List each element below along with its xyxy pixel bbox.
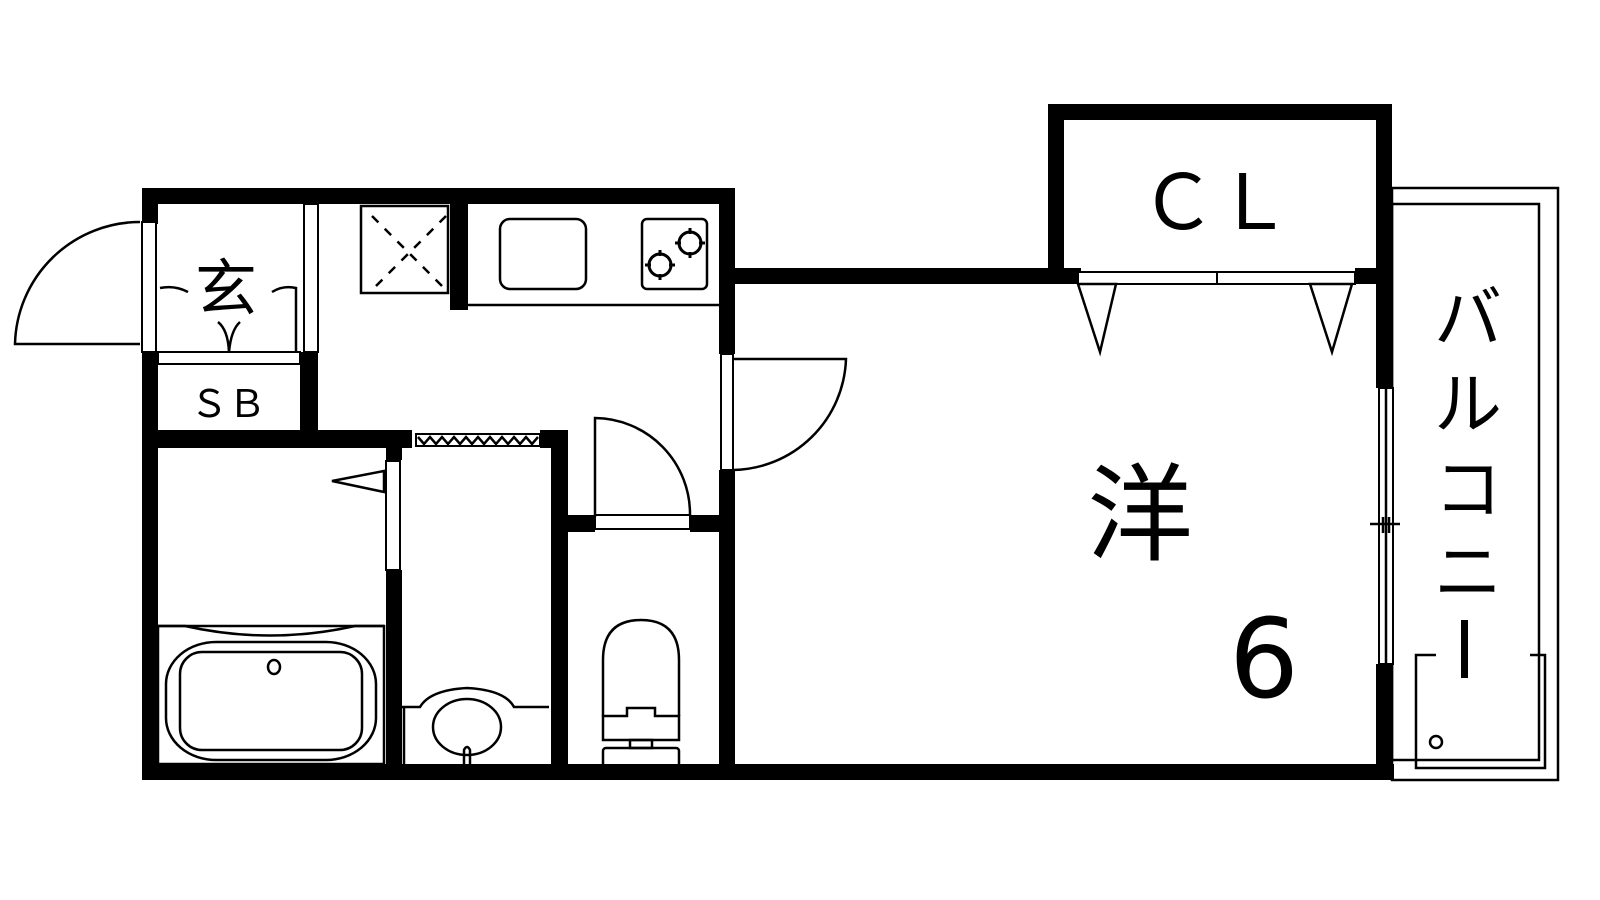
balcony-label-char: バ xyxy=(1434,280,1502,359)
balcony-label-char: コ xyxy=(1434,451,1502,530)
walls xyxy=(142,104,1394,780)
wall-left-top xyxy=(142,188,158,224)
kitchen-sink xyxy=(498,217,588,291)
room-door-frame xyxy=(720,353,734,471)
room-door[interactable] xyxy=(732,357,848,472)
wall-bath-right-bottom xyxy=(386,570,402,780)
shoe-box-label: ＳＢ xyxy=(190,382,266,426)
entry-door[interactable] xyxy=(13,220,141,346)
closet-door-left[interactable] xyxy=(1077,271,1218,285)
shoe-box: ＳＢ xyxy=(190,382,266,426)
closet: ＣＬ xyxy=(1140,158,1292,247)
bathtub-inner xyxy=(178,650,364,752)
bathtub-drain xyxy=(266,658,282,676)
balcony-label-char: ル xyxy=(1434,366,1502,445)
entrance-curve-right xyxy=(271,285,298,352)
bath-door[interactable] xyxy=(385,460,401,571)
entrance-side-storage xyxy=(303,203,319,353)
wash-basin-icon xyxy=(388,686,549,771)
bathtub-frame xyxy=(156,624,386,766)
wall-bottom xyxy=(142,764,1394,780)
wall-bath-top xyxy=(142,430,412,448)
western-room: 洋 6 xyxy=(720,271,1400,723)
wall-fridge-partition xyxy=(450,188,468,310)
closet-door-right[interactable] xyxy=(1216,271,1356,285)
balcony-label-char: ニ xyxy=(1434,534,1502,613)
ac-outdoor-unit xyxy=(1414,653,1547,770)
balcony-label-char: ー xyxy=(1468,679,1469,681)
washing-machine-space xyxy=(359,204,450,295)
bathtub-edge xyxy=(157,624,384,637)
entrance-step xyxy=(157,351,301,365)
wall-wash-right xyxy=(551,430,568,780)
closet-label: ＣＬ xyxy=(1140,158,1292,247)
entrance-label: 玄 xyxy=(195,252,257,325)
closet-door-arrow-right xyxy=(1308,282,1354,357)
toilet xyxy=(593,416,692,774)
wall-closet-left xyxy=(1048,104,1064,284)
balcony-label: バ ル コ ニ ー xyxy=(1434,280,1502,681)
entrance-flower-mark xyxy=(217,321,241,353)
wall-room-right-bottom xyxy=(1376,664,1392,780)
wall-toilet-top-right xyxy=(690,515,735,532)
wall-left-bottom xyxy=(142,352,158,780)
entry-door-frame xyxy=(141,221,157,353)
entrance: 玄 xyxy=(13,203,319,365)
washroom xyxy=(388,433,549,771)
closet-door-arrow-left xyxy=(1076,282,1118,357)
toilet-door[interactable] xyxy=(593,416,692,517)
stove-icon xyxy=(640,217,709,291)
wall-room-top xyxy=(719,268,1081,284)
wall-toilet-top-left xyxy=(551,515,595,532)
wall-kitchen-right-bottom xyxy=(719,470,735,780)
wall-sb-right xyxy=(300,352,318,436)
wall-top-left xyxy=(142,188,735,204)
entrance-curve-left xyxy=(159,285,189,294)
wall-closet-front-right xyxy=(1355,268,1392,284)
toilet-icon xyxy=(601,618,681,774)
wall-closet-right xyxy=(1376,104,1392,388)
western-room-size: 6 xyxy=(1229,595,1299,723)
bath-door-arrow xyxy=(331,469,386,494)
balcony-label-char-long-vowel xyxy=(1461,620,1468,678)
wall-closet-top xyxy=(1048,104,1392,120)
bathtub-outer xyxy=(164,640,378,762)
kitchen xyxy=(359,204,719,307)
wall-bath-right-top xyxy=(386,430,402,460)
western-room-label: 洋 xyxy=(1087,454,1193,577)
toilet-door-frame xyxy=(594,514,691,530)
bathroom xyxy=(156,460,401,766)
